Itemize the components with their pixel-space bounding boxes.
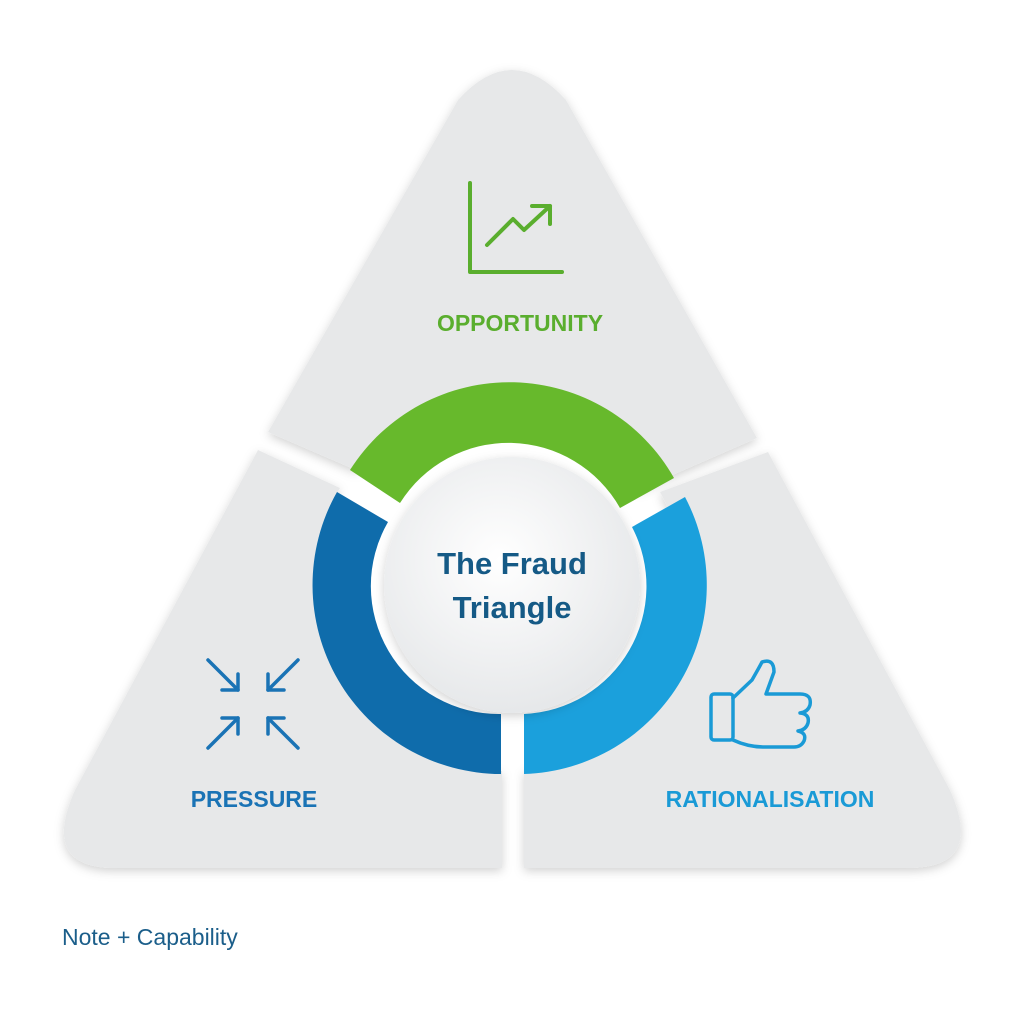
rationalisation-label: RATIONALISATION: [666, 786, 875, 812]
note-text: Note + Capability: [62, 924, 238, 950]
compress-arrows-icon: [206, 658, 300, 750]
opportunity-panel: [268, 70, 757, 490]
thumbs-up-icon: [709, 659, 813, 749]
center-title-line1: The Fraud: [437, 546, 587, 581]
center-title-line2: Triangle: [453, 590, 572, 625]
pressure-label: PRESSURE: [191, 786, 318, 812]
pressure-ring-segment: [312, 492, 501, 774]
opportunity-label: OPPORTUNITY: [437, 310, 603, 336]
opportunity-ring-segment: [350, 382, 674, 508]
rationalisation-ring-segment: [524, 497, 707, 774]
pressure-panel: [63, 450, 502, 868]
center-circle: [384, 457, 640, 713]
rationalisation-panel: [524, 452, 961, 868]
growth-chart-icon: [468, 181, 564, 274]
